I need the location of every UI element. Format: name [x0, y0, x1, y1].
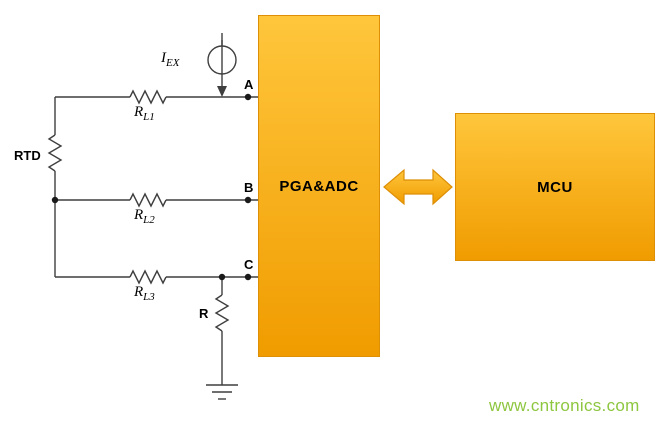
bus-arrow-icon — [383, 168, 453, 206]
resistor-rl1 — [129, 89, 167, 105]
resistor-rl3 — [129, 269, 167, 285]
junction-dots — [51, 93, 252, 281]
node-c-dot — [244, 273, 252, 281]
rl3-label-base: R — [134, 284, 144, 300]
mcu-block: MCU — [455, 113, 655, 261]
node-b-dot — [244, 196, 252, 204]
rl1-label: RL1 — [134, 104, 155, 123]
reference-resistor-branch — [206, 277, 238, 400]
r-label: R — [199, 306, 209, 321]
wire-row-a — [55, 89, 258, 105]
node-b-label: B — [244, 180, 254, 195]
node-c-label: C — [244, 257, 254, 272]
rl2-label: RL2 — [134, 207, 155, 226]
ground-icon — [206, 384, 238, 400]
rl3-label-sub: L3 — [143, 291, 155, 303]
wire-row-b — [55, 192, 258, 208]
iex-label-sub: EX — [166, 57, 180, 69]
iex-label-base: I — [161, 50, 166, 66]
wire-row-c — [55, 269, 258, 285]
rl1-label-base: R — [134, 104, 144, 120]
rl1-label-sub: L1 — [143, 111, 155, 123]
resistor-rtd — [47, 134, 63, 172]
watermark: www.cntronics.com — [489, 396, 640, 415]
rl3-label: RL3 — [134, 284, 155, 303]
rtd-label: RTD — [14, 148, 41, 163]
left-junction-dot — [51, 196, 59, 204]
rl2-label-sub: L2 — [143, 214, 155, 226]
rl2-label-base: R — [134, 207, 144, 223]
pga-adc-block: PGA&ADC — [258, 15, 380, 357]
resistor-r — [214, 294, 230, 332]
current-arrow-head-icon — [217, 86, 227, 97]
node-a-label: A — [244, 77, 254, 92]
current-source — [207, 33, 237, 97]
resistor-rl2 — [129, 192, 167, 208]
iex-label: IEX — [161, 50, 179, 69]
r-branch-junction-dot — [218, 273, 226, 281]
rtd-branch — [47, 97, 63, 277]
node-a-dot — [244, 93, 252, 101]
mcu-label: MCU — [537, 178, 573, 196]
pga-adc-label: PGA&ADC — [279, 177, 359, 195]
